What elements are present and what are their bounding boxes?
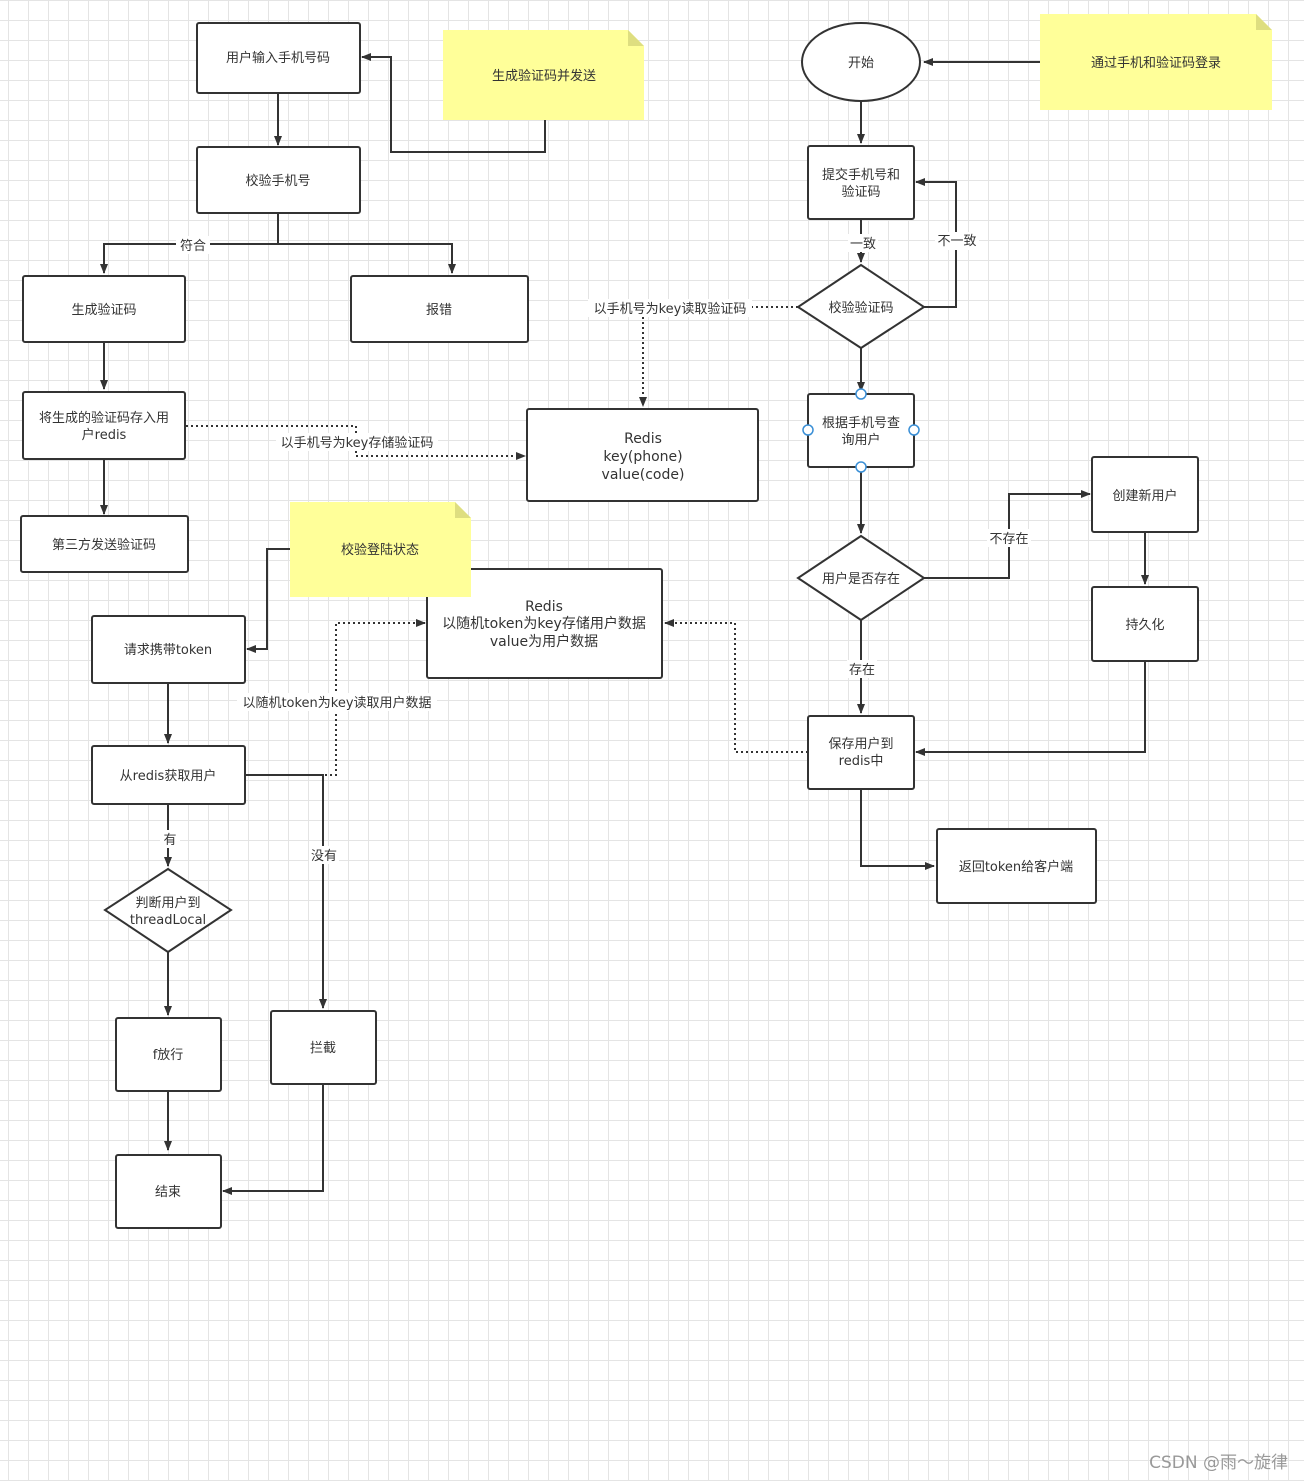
- node-submit-box[interactable]: [807, 145, 915, 220]
- node-get-user: 从redis获取用户: [120, 768, 217, 784]
- label-none: 没有: [311, 849, 337, 864]
- node-redis-code-box[interactable]: [526, 408, 759, 502]
- node-start: 开始: [848, 56, 874, 71]
- node-persist-box[interactable]: [1091, 586, 1199, 662]
- node-redis-code-l3: value(code): [602, 467, 685, 483]
- node-exists-diamond[interactable]: [796, 534, 926, 622]
- node-input-phone-box[interactable]: [196, 22, 361, 94]
- node-end-box[interactable]: [115, 1154, 222, 1229]
- node-persist: 持久化: [1125, 618, 1164, 633]
- note-check-login[interactable]: 校验登陆状态: [290, 502, 471, 597]
- node-gen-code: 生成验证码: [71, 302, 136, 318]
- node-query-l2: 询用户: [841, 432, 880, 448]
- node-intercept-box[interactable]: [270, 1010, 377, 1085]
- node-save-code-l2: 户redis: [82, 427, 127, 443]
- edge-save-to-redis-user: [664, 619, 808, 753]
- label-exist: 存在: [849, 663, 875, 678]
- node-start-ellipse[interactable]: [801, 22, 921, 102]
- edge-persist-to-save: [915, 661, 1146, 756]
- label-inconsistent: 不一致: [937, 234, 976, 249]
- label-store-by-phone: 以手机号为key存储验证码: [281, 435, 434, 451]
- label-read-by-token: 以随机token为key读取用户数据: [242, 695, 431, 711]
- node-return-box[interactable]: [936, 828, 1097, 904]
- edge-note-to-input: [361, 53, 546, 153]
- edge-save-to-return: [860, 789, 935, 870]
- node-redis-code-l1: Redis: [624, 431, 662, 447]
- node-get-user-box[interactable]: [91, 745, 246, 805]
- node-redis-user-l1: Redis: [525, 599, 563, 615]
- note-gen-send[interactable]: 生成验证码并发送: [443, 30, 644, 120]
- node-return: 返回token给客户端: [959, 859, 1073, 875]
- edge-verify-read-redis: [639, 306, 798, 407]
- label-consistent: 一致: [850, 237, 876, 252]
- node-submit-l2: 验证码: [841, 184, 880, 200]
- edge-note-to-request: [246, 548, 290, 653]
- node-redis-user-box[interactable]: [426, 568, 663, 679]
- note-login-text: 通过手机和验证码登录: [1091, 55, 1221, 71]
- edge-get-to-intercept: [245, 774, 327, 1009]
- node-verify: 校验验证码: [828, 300, 893, 316]
- node-save-code-box[interactable]: [22, 391, 186, 460]
- edge-intercept-to-end: [222, 1084, 324, 1195]
- watermark: CSDN @雨～旋律: [1149, 1453, 1288, 1473]
- node-threadlocal-diamond[interactable]: [103, 867, 233, 954]
- node-save-user-box[interactable]: [807, 715, 915, 790]
- connection-handle[interactable]: [908, 424, 920, 436]
- node-save-user-l2: redis中: [839, 754, 884, 769]
- edge-check-to-error: [278, 243, 456, 274]
- node-allow-box[interactable]: [115, 1017, 222, 1092]
- node-submit-l1: 提交手机号和: [822, 167, 900, 183]
- node-create-box[interactable]: [1091, 456, 1199, 533]
- node-request: 请求携带token: [124, 642, 212, 658]
- node-redis-code-l2: key(phone): [603, 449, 682, 465]
- node-query-l1: 根据手机号查: [822, 416, 900, 431]
- node-redis-user-l3: value为用户数据: [490, 633, 598, 650]
- node-allow: f放行: [153, 1048, 184, 1063]
- node-third-party: 第三方发送验证码: [52, 537, 156, 553]
- node-report-error: 报错: [426, 303, 452, 318]
- note-check-login-text: 校验登陆状态: [341, 542, 419, 558]
- note-login[interactable]: 通过手机和验证码登录: [1040, 14, 1272, 110]
- connection-handle[interactable]: [855, 461, 867, 473]
- label-match: 符合: [180, 238, 206, 254]
- node-threadlocal-l2: threadLocal: [130, 913, 206, 928]
- node-threadlocal-l1: 判断用户到: [135, 895, 200, 911]
- connection-handle[interactable]: [855, 388, 867, 400]
- node-request-box[interactable]: [91, 615, 246, 684]
- label-not-exist: 不存在: [989, 532, 1028, 547]
- note-gen-send-text: 生成验证码并发送: [492, 68, 596, 84]
- node-report-error-box[interactable]: [350, 275, 529, 343]
- node-exists: 用户是否存在: [822, 571, 900, 587]
- node-save-code-l1: 将生成的验证码存入用: [39, 410, 169, 426]
- node-save-user-l1: 保存用户到: [828, 736, 893, 752]
- node-verify-diamond[interactable]: [796, 263, 926, 350]
- label-has: 有: [163, 833, 176, 848]
- node-third-party-box[interactable]: [20, 515, 189, 573]
- node-check-phone: 校验手机号: [245, 173, 310, 189]
- label-read-by-phone: 以手机号为key读取验证码: [594, 301, 747, 317]
- connection-handle[interactable]: [802, 424, 814, 436]
- node-end: 结束: [155, 1185, 181, 1200]
- node-input-phone: 用户输入手机号码: [226, 50, 330, 66]
- node-check-phone-box[interactable]: [196, 146, 361, 214]
- node-redis-user-l2: 以随机token为key存储用户数据: [442, 615, 646, 632]
- node-intercept: 拦截: [310, 1041, 336, 1056]
- node-gen-code-box[interactable]: [22, 275, 186, 343]
- node-create: 创建新用户: [1112, 488, 1177, 504]
